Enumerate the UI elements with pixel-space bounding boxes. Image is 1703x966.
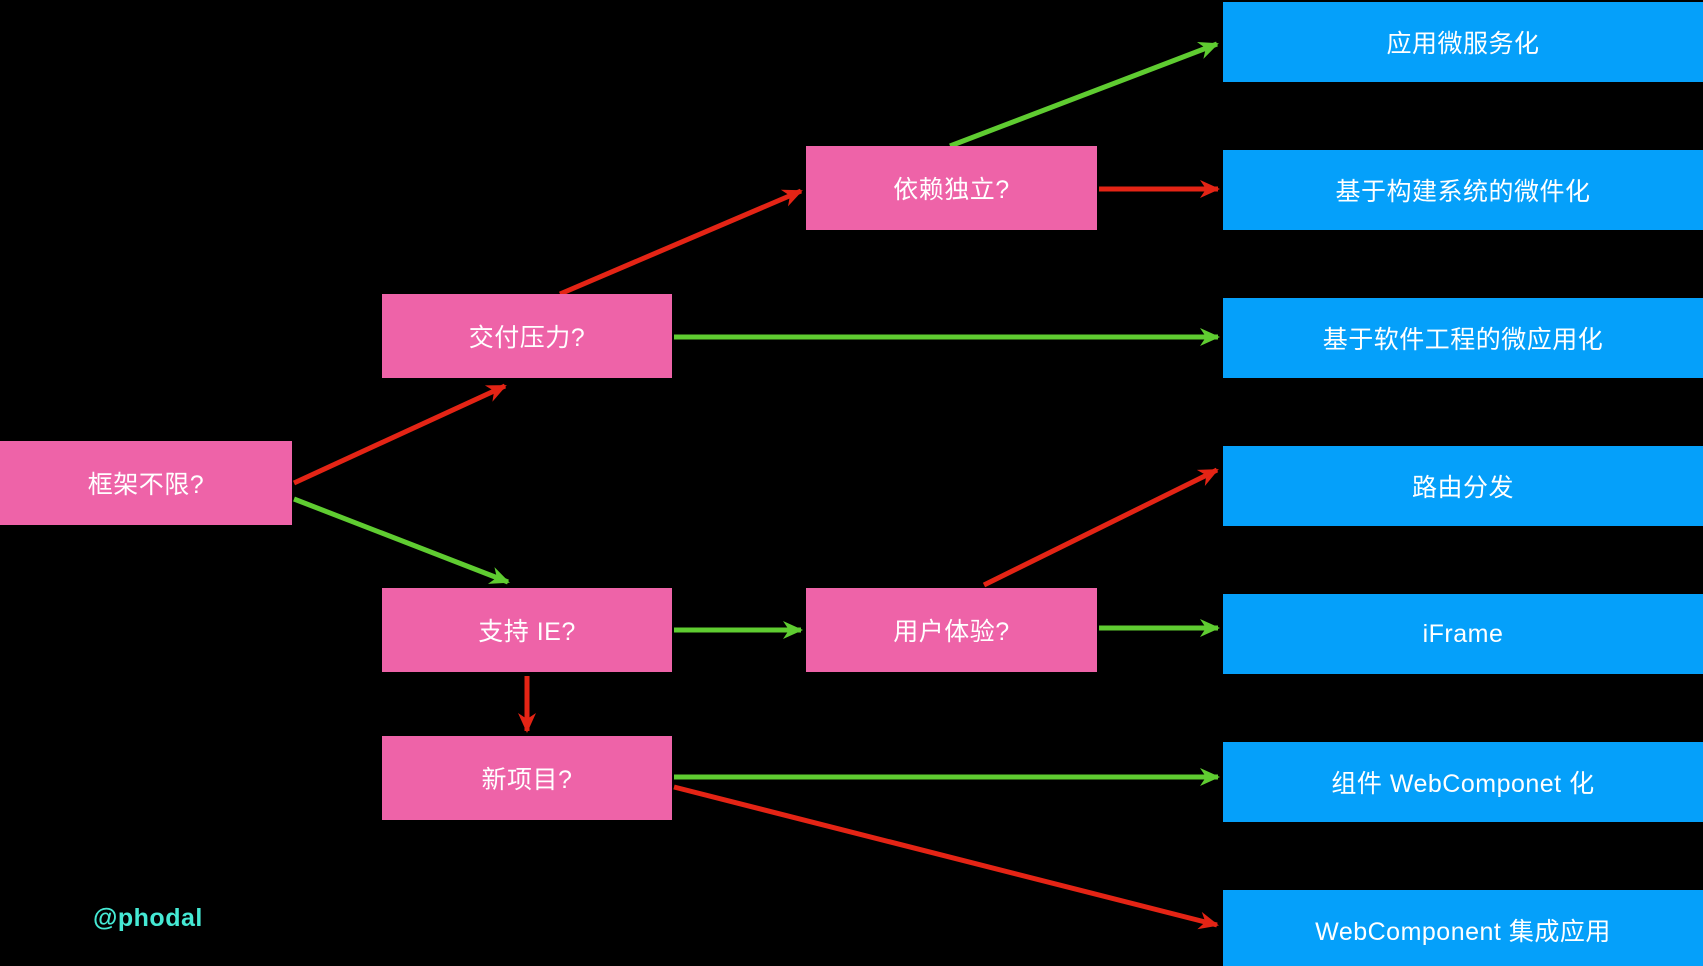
outcome-app-microservices: 应用微服务化 <box>1223 2 1703 82</box>
edge-framework-unrestricted-to-delivery-pressure <box>292 383 507 486</box>
outcome-label: 路由分发 <box>1411 474 1514 502</box>
outcome-software-eng-microapps: 基于软件工程的微应用化 <box>1223 298 1703 378</box>
edge-delivery-pressure-to-dependency-independent <box>559 188 803 297</box>
decision-delivery-pressure: 交付压力? <box>382 294 672 378</box>
outcome-webcomponent-components: 组件 WebComponet 化 <box>1223 742 1703 822</box>
decision-label: 支持 IE? <box>478 618 576 646</box>
outcome-label: 基于构建系统的微件化 <box>1335 178 1591 206</box>
outcome-webcomponent-integration: WebComponent 集成应用 <box>1223 890 1703 966</box>
watermark: @phodal <box>93 904 203 932</box>
edge-new-project-to-webcomponent-integration <box>673 784 1219 930</box>
decision-framework-unrestricted: 框架不限? <box>0 441 292 525</box>
decision-dependency-independent: 依赖独立? <box>806 146 1097 230</box>
outcome-label: iFrame <box>1422 619 1504 648</box>
outcome-label: 组件 WebComponet 化 <box>1331 770 1595 798</box>
edge-framework-unrestricted-to-support-ie <box>293 496 510 585</box>
decision-label: 新项目? <box>481 766 573 794</box>
decision-label: 交付压力? <box>468 324 586 352</box>
outcome-label: 基于软件工程的微应用化 <box>1322 326 1604 354</box>
outcome-label: 应用微服务化 <box>1386 30 1540 58</box>
decision-support-ie: 支持 IE? <box>382 588 672 672</box>
decision-user-experience: 用户体验? <box>806 588 1097 672</box>
decision-new-project: 新项目? <box>382 736 672 820</box>
outcome-route-distribution: 路由分发 <box>1223 446 1703 526</box>
decision-label: 用户体验? <box>893 618 1010 646</box>
outcome-iframe: iFrame <box>1223 594 1703 674</box>
outcome-build-system-widgets: 基于构建系统的微件化 <box>1223 150 1703 230</box>
outcome-label: WebComponent 集成应用 <box>1315 918 1611 946</box>
edge-dependency-independent-to-app-microservices <box>949 41 1219 149</box>
decision-label: 框架不限? <box>87 471 205 499</box>
edge-user-experience-to-route-distribution <box>982 467 1219 588</box>
decision-label: 依赖独立? <box>893 176 1010 204</box>
